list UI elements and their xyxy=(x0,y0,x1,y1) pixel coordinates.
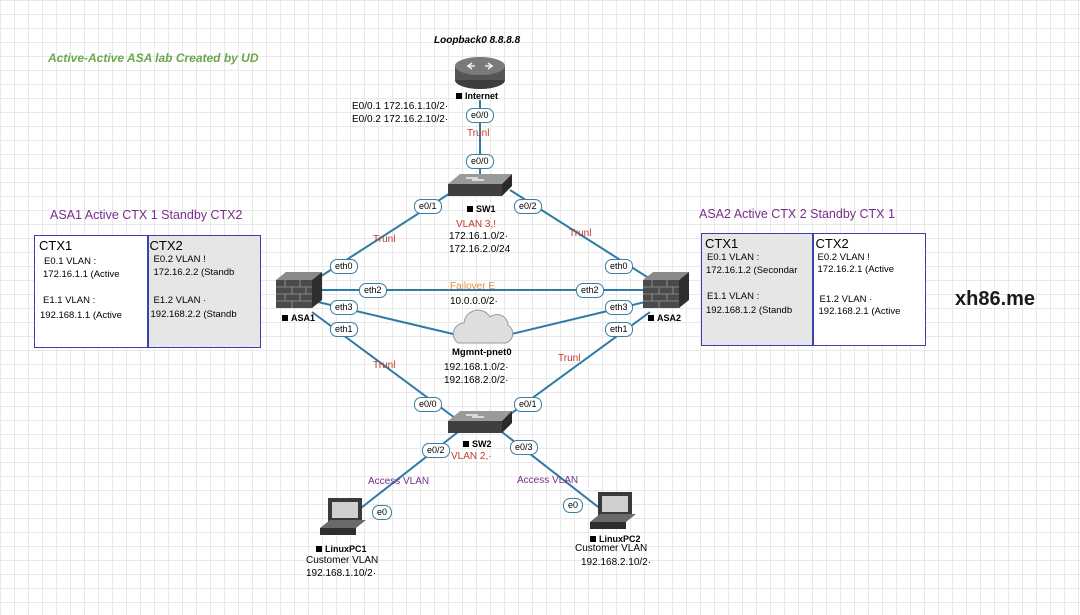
linuxpc2-vlan-label: Customer VLAN xyxy=(575,543,648,554)
switch-icon[interactable] xyxy=(448,411,512,433)
ctx2-e0-ip: 172.16.2.2 (Standb xyxy=(153,267,235,278)
computer-icon[interactable] xyxy=(590,492,636,529)
linuxpc1-ip-label: 192.168.1.10/2· xyxy=(306,568,377,579)
ctx1-e0-ip: 172.16.1.2 (Secondar xyxy=(706,265,798,276)
port-sw2-e03[interactable]: e0/3 xyxy=(510,440,538,455)
cloud-icon[interactable] xyxy=(452,309,514,344)
subinterface-2-label: E0/0.2 172.16.2.10/2· xyxy=(352,114,449,125)
sw2-vlan-label: VLAN 2,· xyxy=(451,451,492,462)
switch-icon[interactable] xyxy=(448,174,512,196)
port-pc2-e0[interactable]: e0 xyxy=(563,498,584,513)
trunk-label: Trunl xyxy=(558,353,581,364)
port-sw1-e01[interactable]: e0/1 xyxy=(414,199,442,214)
mgmt-net1-label: 192.168.1.0/2· xyxy=(444,362,509,373)
site-watermark: xh86.me xyxy=(955,288,1036,310)
linuxpc1-label: LinuxPC1 xyxy=(316,543,367,555)
ctx2-e1-ip: 192.168.2.2 (Standb xyxy=(150,309,237,320)
port-sw1-e00[interactable]: e0/0 xyxy=(466,154,494,169)
lab-title: Active-Active ASA lab Created by UD xyxy=(48,51,259,65)
sw1-vlan-label: VLAN 3,! xyxy=(456,219,497,230)
asa1-context-table: CTX1 E0.1 VLAN : 172.16.1.1 (Active E1.1… xyxy=(34,235,261,348)
mgmt-net2-label: 192.168.2.0/2· xyxy=(444,375,509,386)
linuxpc1-vlan-label: Customer VLAN xyxy=(306,555,379,566)
firewall-icon[interactable] xyxy=(643,272,689,308)
port-asa1-eth0[interactable]: eth0 xyxy=(330,259,358,274)
ctx2-heading: CTX2 xyxy=(815,236,849,251)
ctx1-heading: CTX1 xyxy=(705,236,739,251)
port-sw1-e02[interactable]: e0/2 xyxy=(514,199,542,214)
ctx2-e1-label: E1.2 VLAN · xyxy=(153,295,207,306)
port-asa2-eth3[interactable]: eth3 xyxy=(605,300,633,315)
mgmt-label: Mgmnt-pnet0 xyxy=(452,347,512,358)
port-asa1-eth3[interactable]: eth3 xyxy=(330,300,358,315)
asa2-ctx1-cell: CTX1 E0.1 VLAN : 172.16.1.2 (Secondar E1… xyxy=(702,234,812,345)
failover-label: Failover E xyxy=(450,281,496,292)
ctx1-e1-label: E1.1 VLAN : xyxy=(43,295,96,306)
ctx1-e0-ip: 172.16.1.1 (Active xyxy=(43,269,120,280)
port-asa2-eth1[interactable]: eth1 xyxy=(605,322,633,337)
asa2-heading: ASA2 Active CTX 2 Standby CTX 1 xyxy=(699,207,895,221)
internet-label: Internet xyxy=(456,90,498,102)
ctx1-e1-label: E1.1 VLAN : xyxy=(707,291,760,302)
ctx1-e1-ip: 192.168.1.1 (Active xyxy=(40,310,122,321)
trunk-label: Trunl xyxy=(569,228,592,239)
ctx1-e0-label: E0.1 VLAN : xyxy=(44,256,97,267)
ctx2-e0-ip: 172.16.2.1 (Active xyxy=(817,264,895,275)
firewall-icon[interactable] xyxy=(276,272,322,308)
computer-icon[interactable] xyxy=(320,498,366,535)
trunk-label: Trunl xyxy=(373,360,396,371)
port-sw2-e01[interactable]: e0/1 xyxy=(514,397,542,412)
ctx2-e1-label: E1.2 VLAN · xyxy=(819,294,873,305)
loopback-label: Loopback0 8.8.8.8 xyxy=(434,35,521,46)
sw1-net1-label: 172.16.1.0/2· xyxy=(449,231,508,242)
access-vlan-label: Access VLAN xyxy=(517,475,579,486)
subinterface-1-label: E0/0.1 172.16.1.10/2· xyxy=(352,101,449,112)
port-pc1-e0[interactable]: e0 xyxy=(372,505,393,520)
port-sw2-e02[interactable]: e0/2 xyxy=(422,443,450,458)
trunk-label: Trunl xyxy=(467,128,490,139)
ctx1-heading: CTX1 xyxy=(39,238,73,253)
ctx2-e1-ip: 192.168.2.1 (Active xyxy=(818,306,901,317)
asa1-heading: ASA1 Active CTX 1 Standby CTX2 xyxy=(50,208,243,222)
ctx1-e0-label: E0.1 VLAN : xyxy=(707,252,760,263)
port-internet-e00[interactable]: e0/0 xyxy=(466,108,494,123)
ctx1-e1-ip: 192.168.1.2 (Standb xyxy=(706,305,793,316)
linuxpc2-label: LinuxPC2 xyxy=(590,533,641,545)
ctx2-e0-label: E0.2 VLAN ! xyxy=(153,254,206,265)
port-asa2-eth2[interactable]: eth2 xyxy=(576,283,604,298)
asa2-ctx2-cell: CTX2 E0.2 VLAN ! 172.16.2.1 (Active E1.2… xyxy=(814,234,926,345)
port-asa1-eth2[interactable]: eth2 xyxy=(359,283,387,298)
router-icon[interactable] xyxy=(455,57,505,89)
divider xyxy=(812,234,814,345)
port-sw2-e00[interactable]: e0/0 xyxy=(414,397,442,412)
port-asa2-eth0[interactable]: eth0 xyxy=(605,259,633,274)
failover-net-label: 10.0.0.0/2· xyxy=(450,296,498,307)
trunk-label: Trunl xyxy=(373,234,396,245)
ctx2-e0-label: E0.2 VLAN ! xyxy=(817,252,870,263)
asa1-ctx2-cell: CTX2 E0.2 VLAN ! 172.16.2.2 (Standb E1.2… xyxy=(148,236,260,347)
asa1-ctx1-cell: CTX1 E0.1 VLAN : 172.16.1.1 (Active E1.1… xyxy=(35,236,147,347)
asa1-label: ASA1 xyxy=(282,312,315,324)
asa2-label: ASA2 xyxy=(648,312,681,324)
sw1-label: SW1 xyxy=(467,203,496,215)
sw1-net2-label: 172.16.2.0/24 xyxy=(449,244,511,255)
access-vlan-label: Access VLAN xyxy=(368,476,430,487)
divider xyxy=(147,236,149,347)
linuxpc2-ip-label: 192.168.2.10/2· xyxy=(581,557,652,568)
port-asa1-eth1[interactable]: eth1 xyxy=(330,322,358,337)
ctx2-heading: CTX2 xyxy=(149,238,183,253)
asa2-context-table: CTX1 E0.1 VLAN : 172.16.1.2 (Secondar E1… xyxy=(701,233,926,346)
sw2-label: SW2 xyxy=(463,438,492,450)
